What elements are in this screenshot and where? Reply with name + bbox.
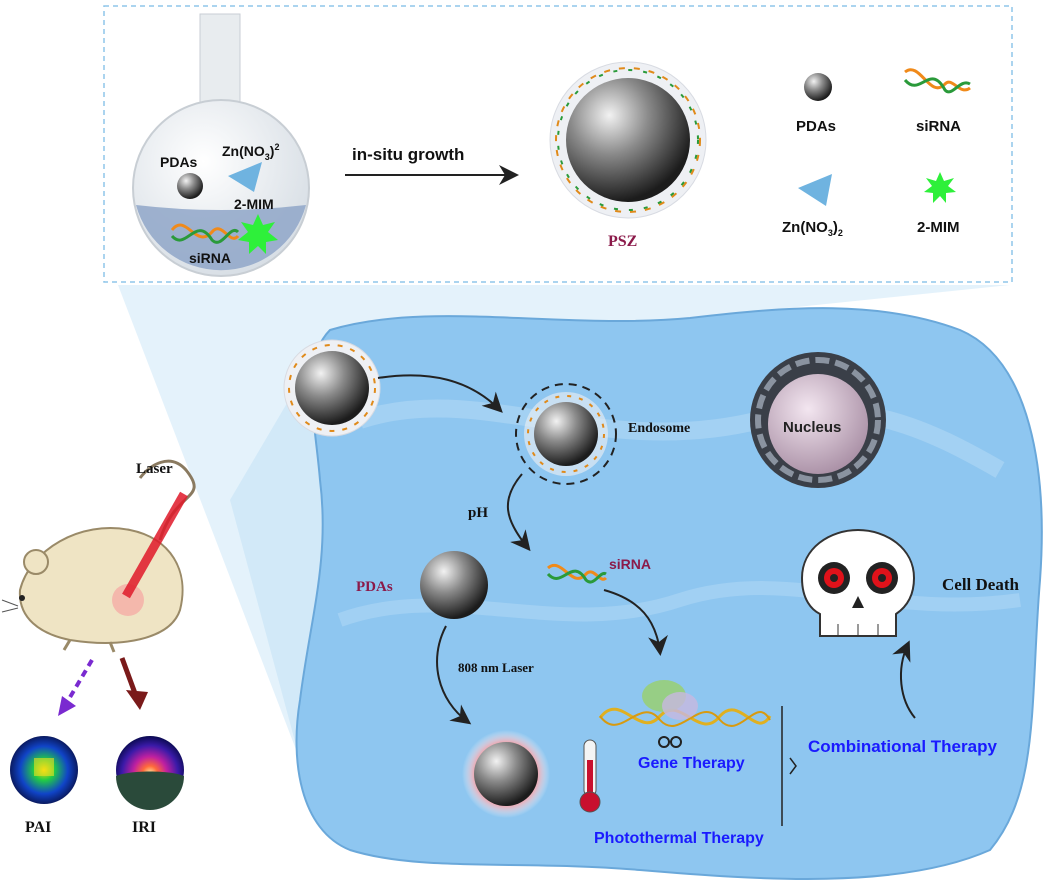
gene-arrow <box>603 589 668 656</box>
sirna-label: siRNA <box>609 556 651 572</box>
pdas-sphere <box>177 173 203 199</box>
laser-808-arrow <box>436 625 472 725</box>
uptake-arrow <box>377 374 503 413</box>
mouse-icon <box>1 459 196 653</box>
nucleus-label: Nucleus <box>783 419 841 436</box>
skull-icon <box>800 528 916 637</box>
laser-label: Laser <box>136 461 173 477</box>
death-arrow <box>892 640 916 719</box>
nucleus <box>750 352 886 488</box>
flask <box>132 13 310 277</box>
legend-pdas-label: PDAs <box>796 118 836 135</box>
endosome <box>515 383 617 485</box>
legend-sirna-icon <box>903 68 971 94</box>
pai-label: PAI <box>25 819 51 836</box>
cell-death-label: Cell Death <box>942 575 1020 594</box>
iri-arrow <box>119 657 139 697</box>
released-pdas <box>420 551 488 619</box>
psz-label: PSZ <box>608 233 637 250</box>
ph-arrow <box>506 473 531 552</box>
psz-particle <box>549 61 707 219</box>
legend-pdas-icon <box>804 73 832 101</box>
gene-therapy-label: Gene Therapy <box>638 755 745 772</box>
legend-zn-icon <box>798 174 832 206</box>
cell-body <box>295 307 1043 880</box>
flask-zn-label: Zn(NO3)2 <box>222 142 279 162</box>
sirna-strand <box>170 223 240 240</box>
released-sirna <box>546 564 608 584</box>
legend-sirna-label: siRNA <box>916 118 961 135</box>
mim-star <box>238 214 278 254</box>
legend-mim-icon <box>924 172 956 203</box>
pdas-label: PDAs <box>356 579 393 595</box>
pai-arrow <box>64 658 94 706</box>
flask-mim-label: 2-MIM <box>234 196 274 212</box>
heated-pdas <box>474 742 538 806</box>
legend-mim-label: 2-MIM <box>917 219 960 236</box>
gene-silencing-icon <box>598 680 772 748</box>
ph-label: pH <box>468 505 488 521</box>
zn-triangle <box>228 162 262 192</box>
laser-beam <box>122 491 188 599</box>
flask-sirna-label: siRNA <box>189 250 231 266</box>
thermometer-icon <box>579 739 601 813</box>
iri-label: IRI <box>132 819 156 836</box>
legend-zn-label: Zn(NO3)2 <box>782 219 843 238</box>
endosome-label: Endosome <box>628 421 690 436</box>
growth-label: in-situ growth <box>352 145 464 164</box>
combinational-therapy-label: Combinational Therapy <box>808 737 997 756</box>
photothermal-therapy-label: Photothermal Therapy <box>594 830 764 847</box>
psz-entering <box>283 339 381 437</box>
laser-808-label: 808 nm Laser <box>458 660 534 675</box>
flask-pdas-label: PDAs <box>160 154 198 170</box>
